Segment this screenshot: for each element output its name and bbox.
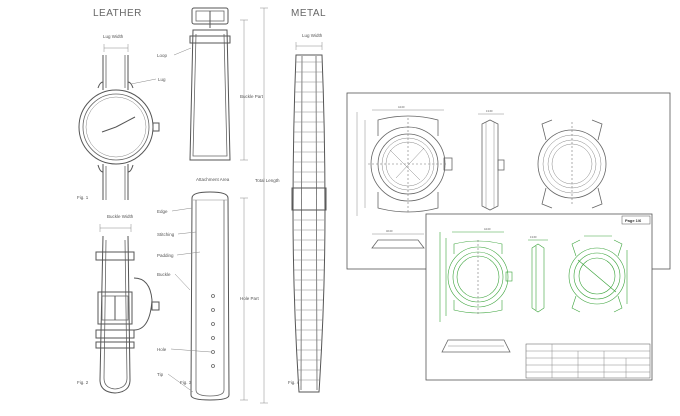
svg-text:13.60: 13.60 <box>486 109 493 113</box>
fig1-leather-watch: Lug Width Lug Fig. 1 <box>77 34 166 200</box>
total-length-label: Total Length <box>255 178 280 183</box>
loop-label: Loop <box>157 53 168 58</box>
buckle-part-label: Buckle Part <box>240 94 264 99</box>
svg-text:46.00: 46.00 <box>386 229 393 233</box>
fig4-label: Fig. 4 <box>288 380 300 385</box>
svg-text:13.60: 13.60 <box>530 235 537 239</box>
page-indicator: Page 1/6 <box>625 218 642 223</box>
edge-label: Edge <box>157 209 168 214</box>
buckle-label: Buckle <box>157 272 171 277</box>
hole-part-label: Hole Part <box>240 296 260 301</box>
svg-text:44.00: 44.00 <box>484 227 491 231</box>
lug-width-metal-label: Lug Width <box>302 33 323 38</box>
fig3-strap-parts: Loop Buckle Part Attachment Area Edge St… <box>157 7 280 404</box>
padding-label: Padding <box>157 253 174 258</box>
fig2-leather-buckle: Buckle Width Fig. 2 <box>77 214 160 394</box>
tech-drawing-sheet-front: Page 1/6 44 <box>425 213 653 381</box>
attachment-area-label: Attachment Area <box>196 177 230 182</box>
svg-text:44.00: 44.00 <box>398 105 405 109</box>
buckle-width-label: Buckle Width <box>107 214 134 219</box>
tip-label: Tip <box>157 372 164 377</box>
lug-width-label: Lug Width <box>103 34 124 39</box>
lug-label: Lug <box>158 77 166 82</box>
fig1-label: Fig. 1 <box>77 195 89 200</box>
metal-heading: METAL <box>291 8 326 19</box>
fig2-label: Fig. 2 <box>77 380 89 385</box>
fig3-label: Fig. 3 <box>180 380 192 385</box>
fig4-metal-bracelet: Lug Width Fig. 4 <box>288 33 327 393</box>
hole-label: Hole <box>157 347 167 352</box>
leather-heading: LEATHER <box>93 8 142 19</box>
stitching-label: Stitching <box>157 232 175 237</box>
